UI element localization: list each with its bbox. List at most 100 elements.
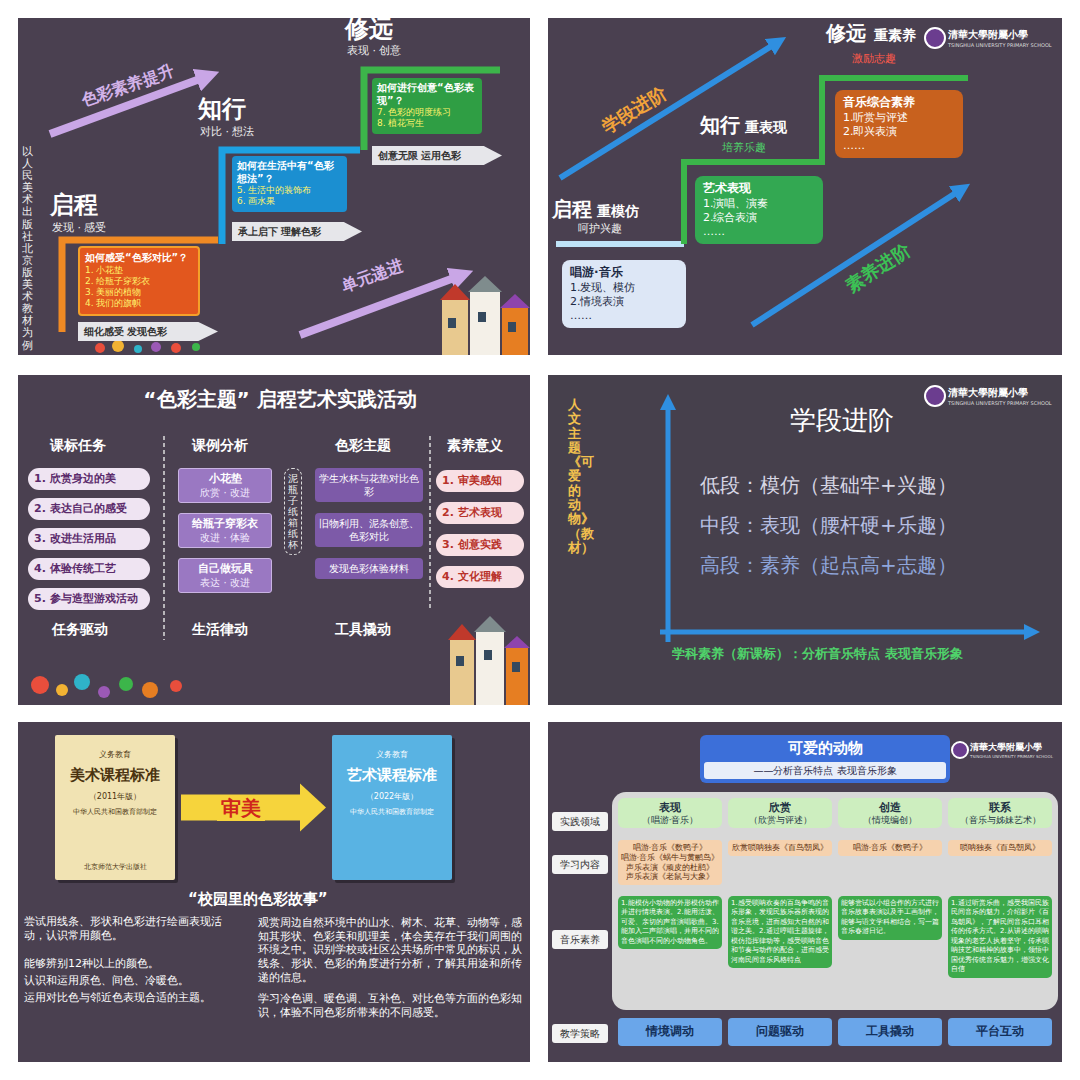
theme-box: 旧物利用、泥条创意、色彩对比 xyxy=(315,513,423,547)
panel2-staircase xyxy=(556,78,968,244)
text-label: 呵护兴趣 xyxy=(578,222,622,236)
node-text: 北京师范大学出版社 xyxy=(84,862,147,872)
text-label: 人文主题《可爱的动物》（教材） xyxy=(568,398,581,555)
node-text: 1.发现、模仿 xyxy=(570,281,678,295)
edge-label: 审美 xyxy=(217,795,265,821)
row-label: 学习内容 xyxy=(552,855,608,874)
decor-path xyxy=(666,402,671,642)
text-label: 启程 xyxy=(50,190,98,221)
node-text: 唢呐独奏《百鸟朝凤》 xyxy=(950,843,1050,853)
literacy-cell: 能够尝试以小组合作的方式进行音乐故事表演以及手工画制作，能够与语文学科相结合，写… xyxy=(838,896,942,940)
decor-path xyxy=(556,241,684,247)
decor-rect xyxy=(548,18,1062,355)
node-text: 表现 xyxy=(621,801,719,815)
decor-rect xyxy=(456,656,464,666)
decor-rect xyxy=(442,300,468,355)
node-text: 实践领域 xyxy=(554,815,606,828)
stage-box: 唱游·音乐1.发现、模仿2.情境表演…… xyxy=(562,260,686,328)
text-label: 激励志趣 xyxy=(852,52,896,66)
content-cell: 欣赏唢呐独奏《百鸟朝凤》 xyxy=(728,840,832,856)
text-label: 任务驱动 xyxy=(52,620,108,638)
theme-box: 学生水杯与花垫对比色彩 xyxy=(315,468,423,502)
decor-rect xyxy=(470,292,500,355)
decor-circle xyxy=(952,742,968,758)
text-label: 课标任务 xyxy=(50,436,106,454)
row-label: 实践领域 xyxy=(552,812,608,831)
node-text: 能够尝试以小组合作的方式进行音乐故事表演以及手工画制作，能够与语文学科相结合，写… xyxy=(841,899,939,937)
step-arrow: 创意无限 运用色彩 xyxy=(372,146,502,165)
task-pill: 2. 表达自己的感受 xyxy=(28,498,150,520)
decor-path xyxy=(660,630,1032,635)
content-cell: 唱游·音乐《数鸭子》唱游·音乐《蜗牛与黄鹂鸟》声乐表演《顽皮的杜鹃》声乐表演《老… xyxy=(618,840,722,885)
row-label: 教学策略 xyxy=(552,1024,608,1043)
decor-circle xyxy=(31,676,49,694)
strategy-box: 情境调动 xyxy=(618,1018,722,1046)
decor-rect xyxy=(18,18,530,355)
arrow-shaft xyxy=(181,795,300,821)
decor-circle xyxy=(925,386,945,406)
arrow-fill xyxy=(372,146,502,165)
text-label: 素养意义 xyxy=(447,436,503,454)
node-text: 教学策略 xyxy=(554,1027,606,1040)
literacy-cell: 1.通过听赏乐曲，感受我国民族民间音乐的魅力，介绍影片《百鸟朝凤》，了解民间音乐… xyxy=(948,896,1052,978)
panel3-dots xyxy=(31,674,182,698)
content-cell: 唢呐独奏《百鸟朝凤》 xyxy=(948,840,1052,856)
node-text: 5. 生活中的装饰布 xyxy=(237,185,342,196)
decor-rect xyxy=(478,312,486,322)
node-text: 泥瓶子纸箱纸杯 xyxy=(288,473,298,550)
node-text: 表达 · 改进 xyxy=(182,576,268,589)
decor-path xyxy=(62,240,218,332)
decor-path xyxy=(684,78,968,244)
table-container xyxy=(612,792,1058,1010)
node-text: 美术课程标准 xyxy=(70,766,160,785)
text-label: 对比 · 想法 xyxy=(200,125,255,139)
node-text: 如何在生活中有“色彩想法”？ xyxy=(237,160,342,185)
decor-path xyxy=(364,70,500,150)
node-text: 唱游·音乐《数鸭子》 xyxy=(620,843,720,853)
arrow-fill xyxy=(232,222,362,241)
node-text: 中华人民共和国教育部制定 xyxy=(73,808,157,817)
lesson-box: 自己做玩具表达 · 改进 xyxy=(178,558,272,593)
decor-rect xyxy=(508,322,516,332)
column-header: 创造（情境编创） xyxy=(838,798,942,828)
text-label: 认识和运用原色、间色、冷暖色。 xyxy=(24,974,236,988)
node-text: （2011年版） xyxy=(89,791,141,802)
node-text: …… xyxy=(843,139,955,153)
column-header: 联系（音乐与姊妹艺术） xyxy=(948,798,1052,828)
text-label: 低段：模仿（基础牢+兴趣） xyxy=(700,472,957,498)
node-text: （情境编创） xyxy=(841,815,939,826)
text-label: 以人民美术出版社北京版美术教材为例 xyxy=(22,146,33,352)
node-text: 唱游·音乐《数鸭子》 xyxy=(840,843,940,853)
text-label: 重表现 xyxy=(745,118,787,136)
node-text: 创造 xyxy=(841,801,939,815)
text-label: 修远 xyxy=(826,20,866,46)
decor-rect xyxy=(448,318,456,328)
text-label: 修远 xyxy=(345,14,393,45)
node-text: 音乐素养 xyxy=(554,933,606,946)
text-label: 学段进阶 xyxy=(790,404,894,438)
literacy-pill: 1. 审美感知 xyxy=(436,470,524,492)
content-cell: 唱游·音乐《数鸭子》 xyxy=(838,840,942,856)
node-text: 3. 创意实践 xyxy=(442,538,518,552)
text-label: 知行 xyxy=(198,94,246,125)
text-label: 学科素养（新课标）：分析音乐特点 表现音乐形象 xyxy=(672,646,963,663)
decor-rect xyxy=(512,662,520,672)
arrow-head xyxy=(300,784,326,832)
step-arrow: 承上启下 理解色彩 xyxy=(232,222,362,241)
decor-polygon xyxy=(474,616,506,632)
node-text: 2. 给瓶子穿彩衣 xyxy=(85,276,193,287)
node-text: 如何进行创意“色彩表现”？ xyxy=(377,82,477,107)
decor-rect xyxy=(476,632,504,705)
node-text: 音乐综合素养 xyxy=(843,95,955,111)
node-text: 欣赏 xyxy=(731,801,829,815)
node-text: 1. 欣赏身边的美 xyxy=(34,472,144,486)
node-text: 承上启下 理解色彩 xyxy=(238,225,342,238)
node-text: 5. 参与造型游戏活动 xyxy=(34,592,144,606)
node-text: 平台互动 xyxy=(954,1024,1046,1040)
decor-circle xyxy=(192,343,200,351)
text-label: 清華大學附屬小學 xyxy=(948,386,1028,399)
text-label: “校园里的色彩故事” xyxy=(188,890,328,910)
node-text: 1.听赏与评述 xyxy=(843,111,955,125)
text-label: TSINGHUA UNIVERSITY PRIMARY SCHOOL xyxy=(970,754,1053,759)
